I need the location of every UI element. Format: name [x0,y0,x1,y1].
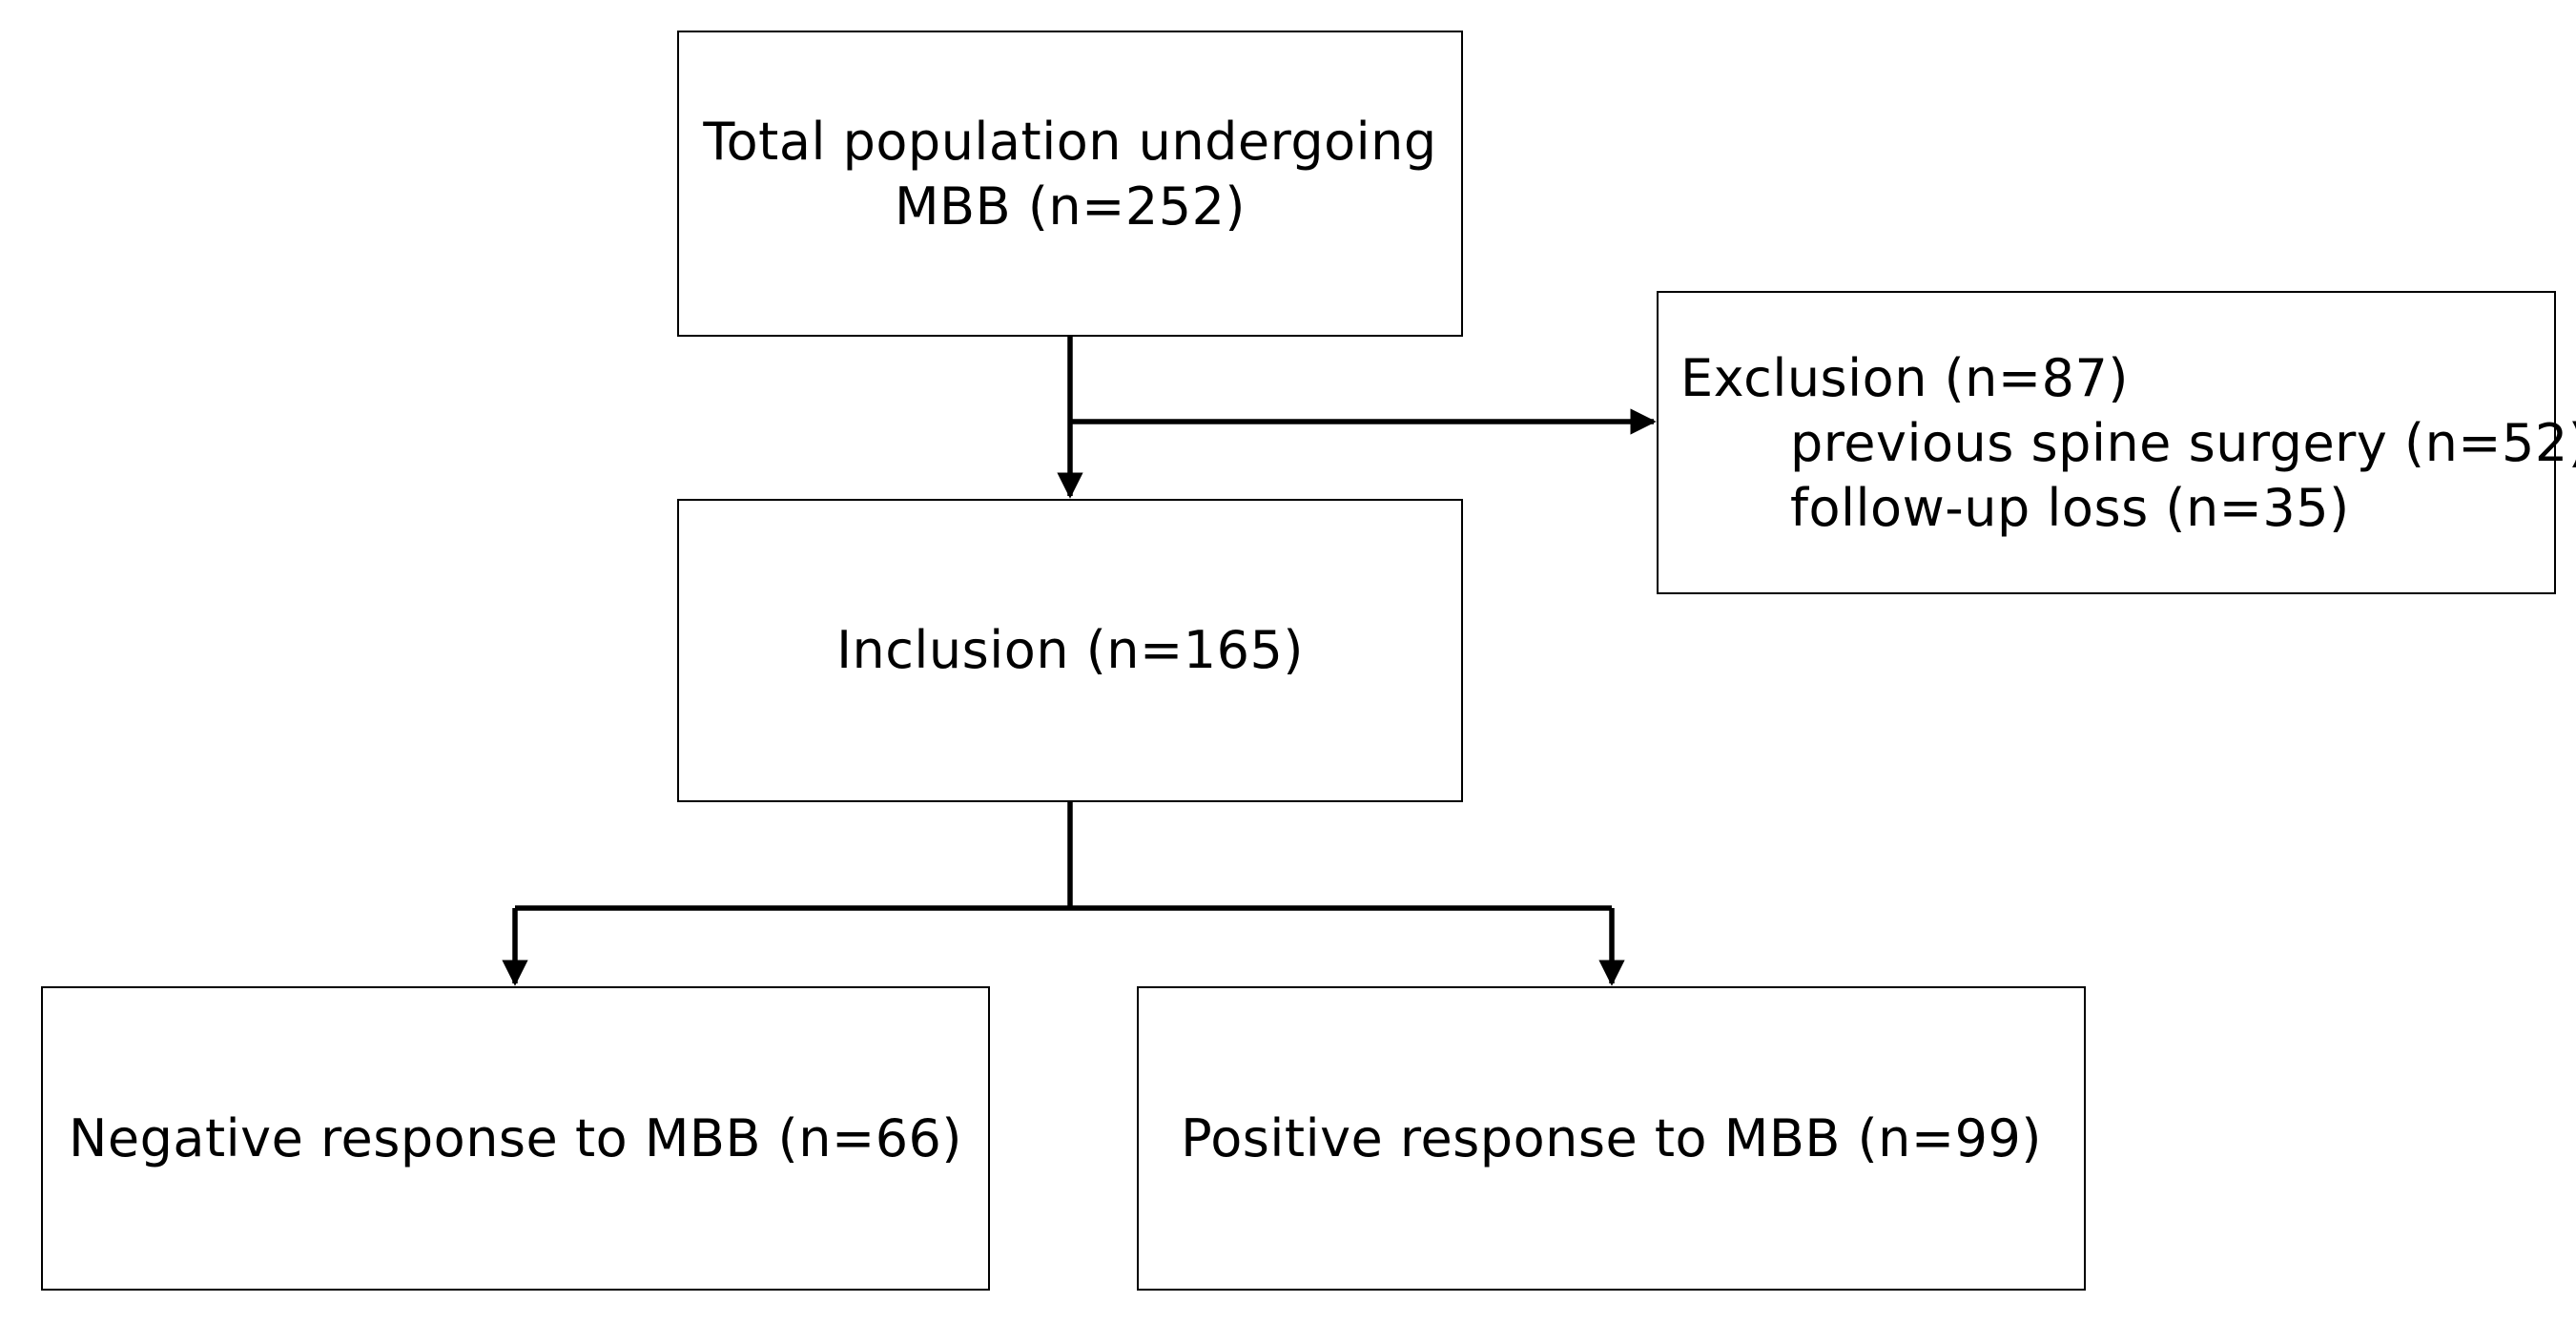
total-population-box: Total population undergoing MBB (n=252) [677,31,1463,337]
positive-response-label: Positive response to MBB (n=99) [1181,1107,2042,1168]
exclusion-item-follow-up-loss: follow-up loss (n=35) [1790,478,2350,538]
negative-response-box: Negative response to MBB (n=66) [41,986,990,1291]
exclusion-box: Exclusion (n=87) previous spine surgery … [1657,291,2576,594]
total-population-line1: Total population undergoing [703,111,1437,172]
positive-response-box: Positive response to MBB (n=99) [1137,986,2086,1291]
exclusion-item-spine-surgery: previous spine surgery (n=52) [1790,413,2576,473]
inclusion-label: Inclusion (n=165) [836,620,1304,680]
inclusion-box: Inclusion (n=165) [677,499,1463,802]
exclusion-title: Exclusion (n=87) [1680,348,2129,408]
negative-response-label: Negative response to MBB (n=66) [69,1107,962,1168]
total-population-line2: MBB (n=252) [894,176,1246,237]
